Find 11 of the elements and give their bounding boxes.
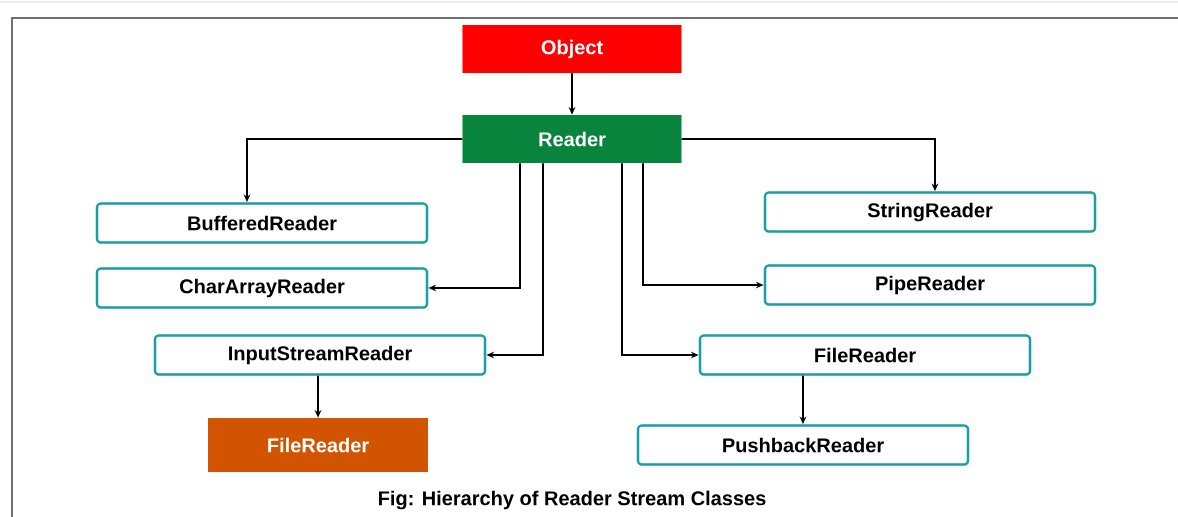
- class-box: InputStreamReader: [153, 334, 487, 376]
- class-box: Object: [462, 25, 682, 73]
- class-box: StringReader: [763, 191, 1097, 233]
- class-box: PipeReader: [763, 264, 1097, 306]
- caption: Fig: Hierarchy of Reader Stream Classes: [379, 490, 766, 510]
- class-box: FileReader: [698, 334, 1032, 376]
- class-box: BufferedReader: [95, 202, 429, 244]
- class-box: PushbackReader: [636, 424, 970, 466]
- class-box: FileReader: [208, 418, 428, 472]
- class-box: CharArrayReader: [95, 267, 429, 309]
- class-box: Reader: [462, 115, 682, 163]
